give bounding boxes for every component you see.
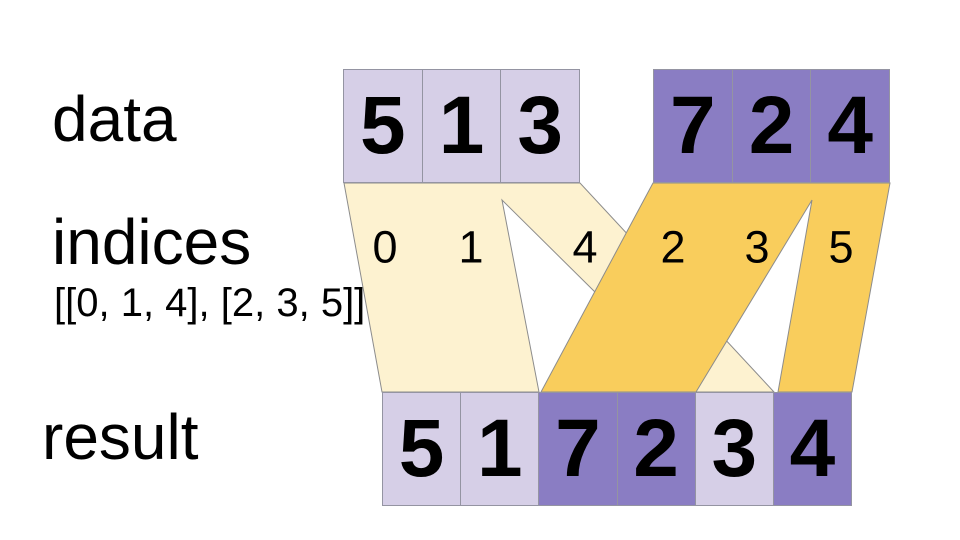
data-cell: 7 xyxy=(653,69,733,183)
index-value: 4 xyxy=(572,221,598,273)
result-cell-value: 2 xyxy=(633,403,679,494)
result-cell: 7 xyxy=(538,392,618,506)
result-cell: 3 xyxy=(694,392,774,506)
result-cell-value: 3 xyxy=(711,403,758,494)
data-cell-value: 5 xyxy=(360,80,406,171)
data-cell: 4 xyxy=(810,69,891,183)
data-label: data xyxy=(52,83,177,155)
result-cell-value: 1 xyxy=(476,403,523,494)
data-cell: 5 xyxy=(343,69,423,183)
data-cell-value: 7 xyxy=(670,80,716,171)
indices-detail-label: [[0, 1, 4], [2, 3, 5]] xyxy=(54,281,366,325)
result-label: result xyxy=(42,401,199,473)
data-cell: 3 xyxy=(500,69,581,183)
data-cell-value: 4 xyxy=(827,80,873,171)
result-cell-value: 4 xyxy=(789,403,836,494)
indices-label: indices xyxy=(52,206,252,278)
index-value: 3 xyxy=(744,221,770,273)
result-cell-value: 7 xyxy=(555,403,601,494)
result-cell: 5 xyxy=(382,392,462,506)
data-cell-value: 1 xyxy=(438,80,485,171)
data-cell: 1 xyxy=(421,69,502,183)
index-value: 5 xyxy=(828,221,854,273)
data-cell-value: 2 xyxy=(748,80,795,171)
result-cell: 1 xyxy=(460,392,540,506)
data-cell: 2 xyxy=(731,69,812,183)
index-value: 0 xyxy=(372,221,398,273)
result-cell: 4 xyxy=(772,392,853,506)
result-cell-value: 5 xyxy=(398,403,445,494)
data-cell-value: 3 xyxy=(517,80,563,171)
result-cell: 2 xyxy=(616,392,696,506)
index-value: 1 xyxy=(458,221,484,273)
index-value: 2 xyxy=(660,221,686,273)
